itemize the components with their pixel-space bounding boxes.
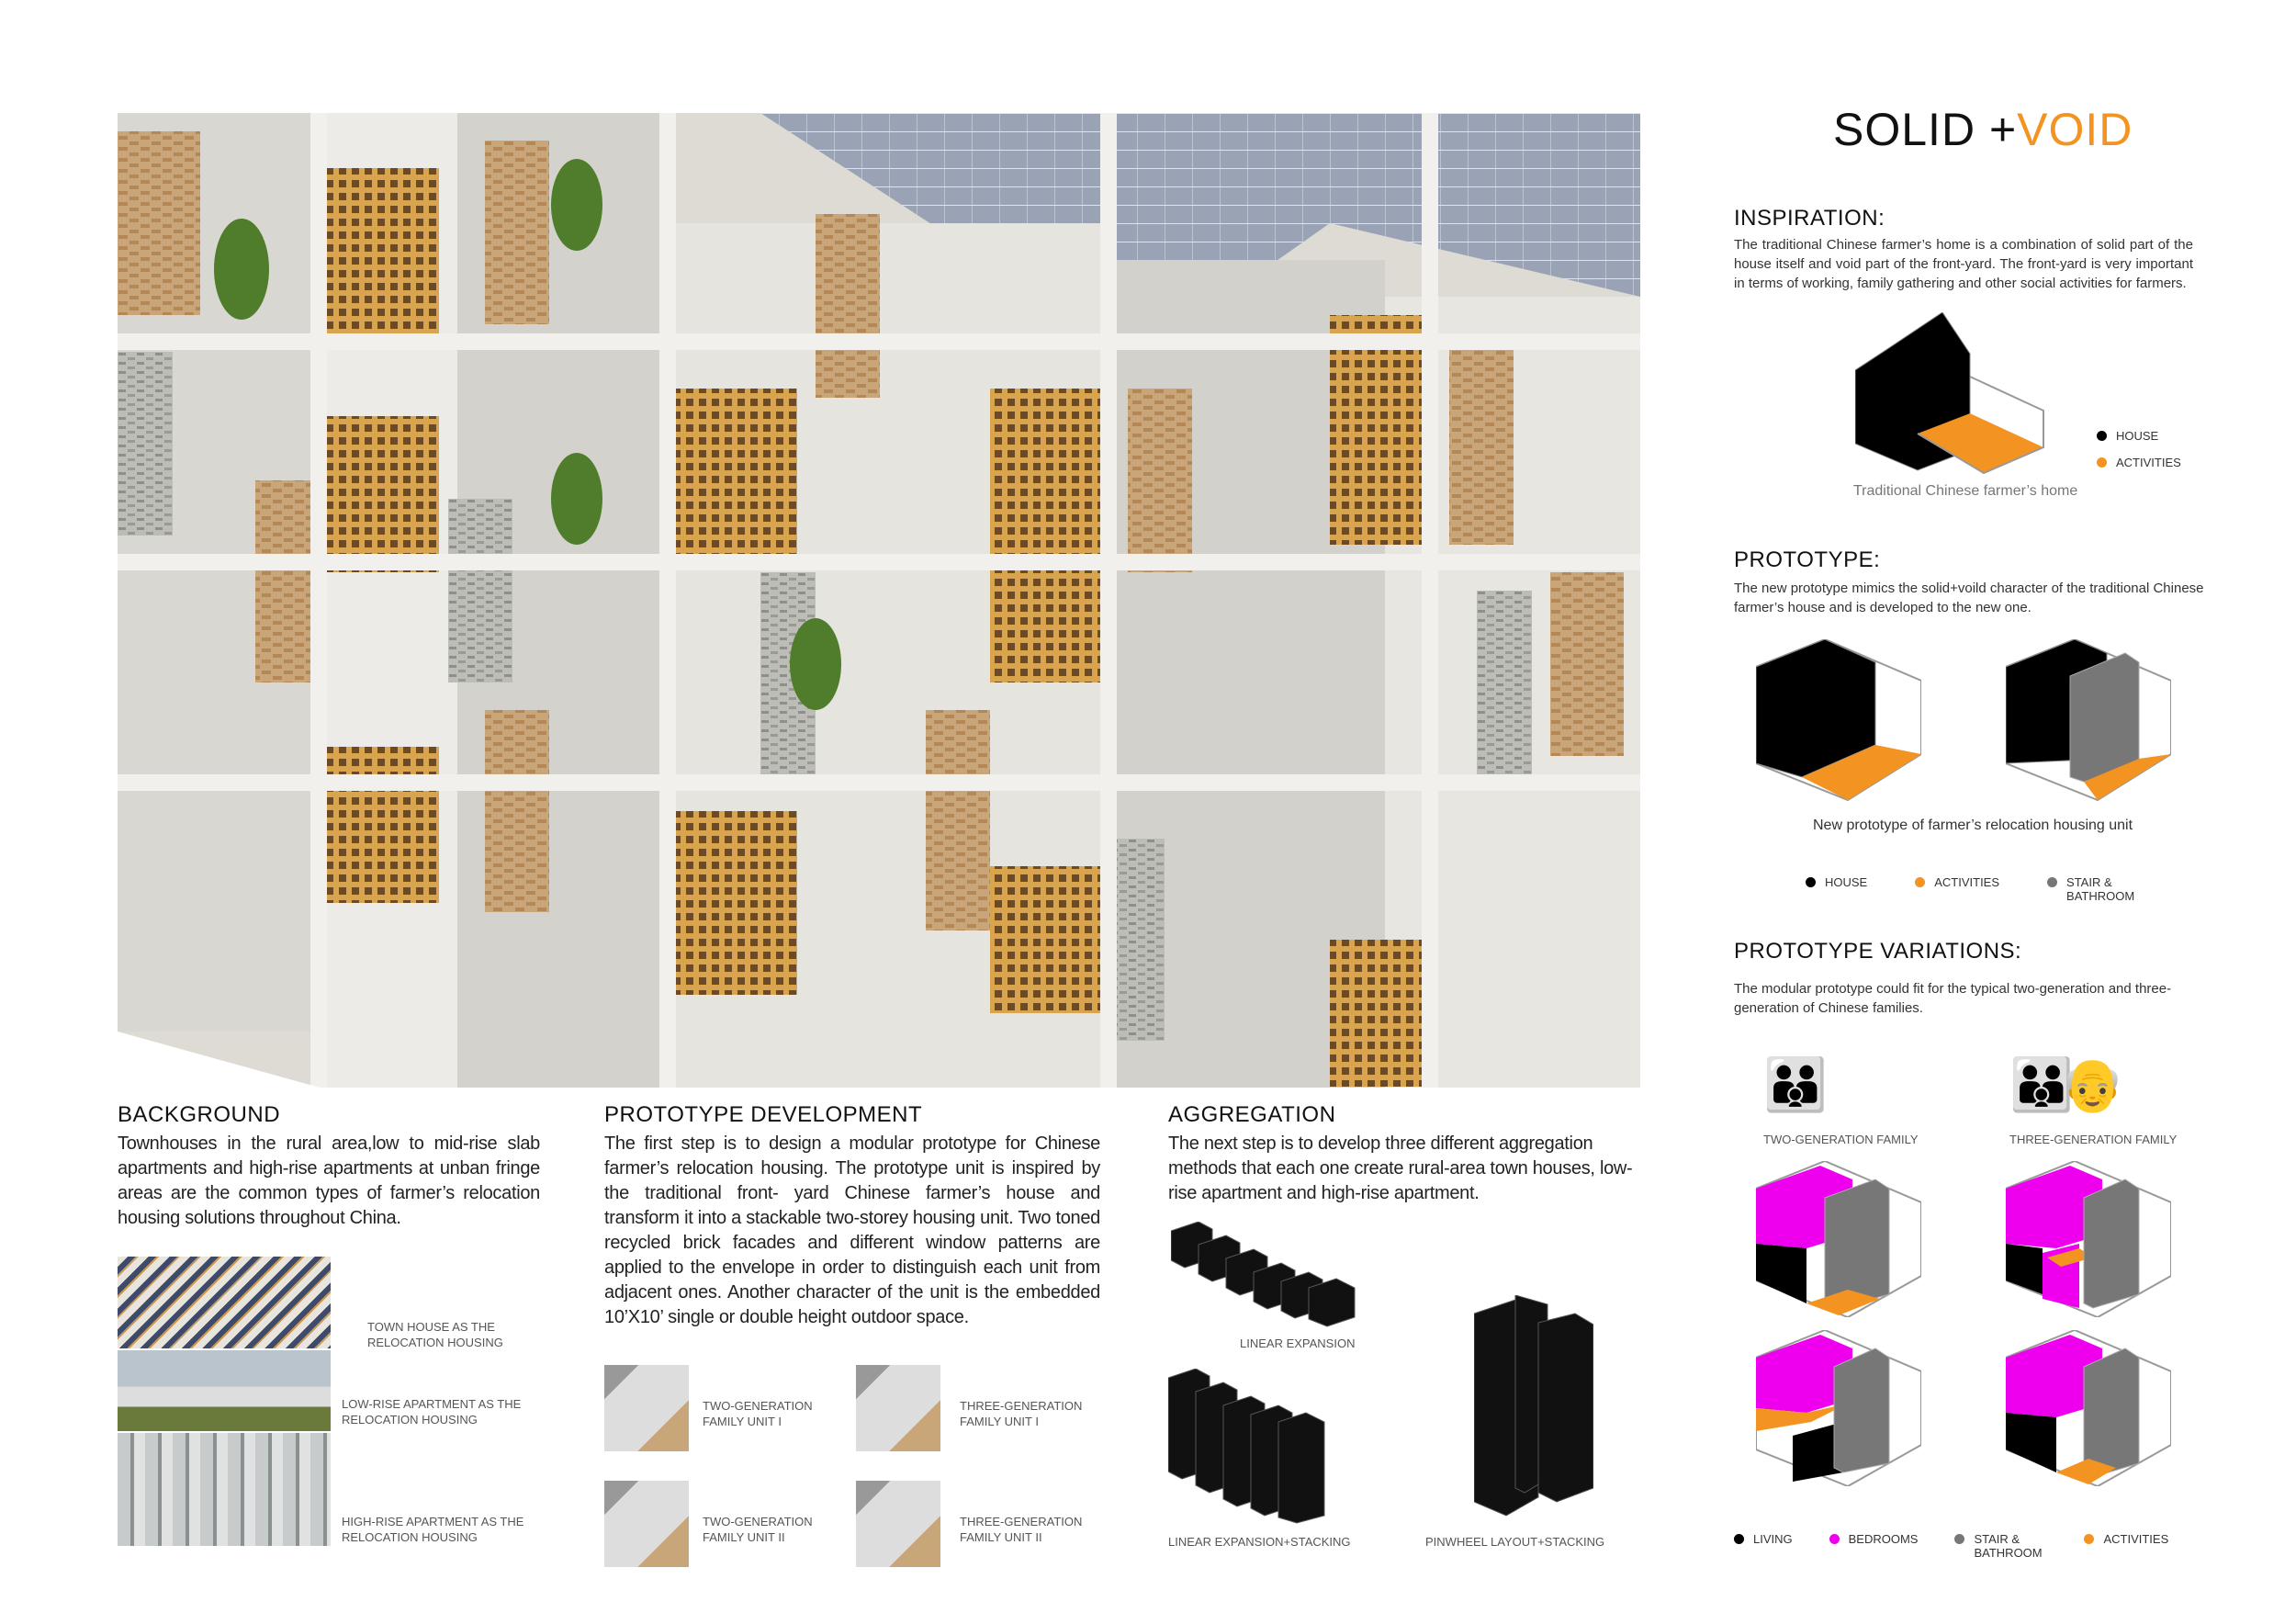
two-generation-family-icon: 👪 (1763, 1055, 1828, 1113)
legend-house: HOUSE (1806, 875, 1867, 903)
three-generation-family-icon: 👪👴 (2009, 1055, 2125, 1113)
unit-label-3: TWO-GENERATION FAMILY UNIT II (703, 1515, 813, 1544)
legend-label: BEDROOMS (1848, 1532, 1919, 1546)
house-dot-icon (1806, 877, 1816, 887)
legend-label: ACTIVITIES (2103, 1532, 2169, 1546)
development-text: The first step is to design a modular pr… (604, 1133, 1100, 1327)
low-rise-label: LOW-RISE APARTMENT AS THE RELOCATION HOU… (342, 1397, 522, 1427)
variation-diagram-4 (2006, 1330, 2171, 1486)
variation-diagram-2 (2006, 1161, 2171, 1317)
linear-stacking-diagram (1168, 1369, 1325, 1524)
unit-thumb-3 (604, 1481, 689, 1567)
background-heading: BACKGROUND (118, 1102, 281, 1127)
stair-dot-icon (2047, 877, 2058, 887)
prototype-diagram-1 (1756, 639, 1921, 802)
linear-expansion-diagram (1171, 1222, 1356, 1327)
rendering-illustration (118, 113, 1640, 1088)
linear-expansion-label: LINEAR EXPANSION (1240, 1336, 1356, 1350)
prototype-text: The new prototype mimics the solid+voild… (1734, 581, 2204, 615)
legend-label: ACTIVITIES (1934, 875, 2000, 889)
unit-thumb-2 (856, 1365, 940, 1451)
house-dot-icon (2097, 431, 2107, 441)
legend-living: LIVING (1734, 1532, 1793, 1560)
legend-stair: STAIR & BATHROOM (2047, 875, 2140, 903)
living-dot-icon (1734, 1534, 1744, 1544)
activities-dot-icon (2084, 1534, 2095, 1544)
traditional-home-diagram (1855, 312, 2044, 475)
pinwheel-stacking-diagram (1474, 1295, 1593, 1517)
activities-dot-icon (1915, 877, 1926, 887)
activities-dot-icon (2097, 457, 2107, 468)
legend-stair: STAIR & BATHROOM (1954, 1532, 2047, 1560)
poster-title: SOLID +VOID (1833, 103, 2133, 156)
townhouse-photo (118, 1257, 331, 1348)
legend-label: STAIR & BATHROOM (2066, 875, 2135, 903)
aggregation-heading: AGGREGATION (1168, 1102, 1336, 1127)
legend-activities: ACTIVITIES (1915, 875, 1999, 903)
variation-diagram-1 (1756, 1161, 1921, 1317)
legend-bedrooms: BEDROOMS (1829, 1532, 1919, 1560)
inspiration-legend: HOUSE ACTIVITIES (2097, 429, 2181, 469)
legend-activities: ACTIVITIES (2097, 456, 2181, 469)
title-void: VOID (2017, 104, 2133, 155)
variations-legend: LIVING BEDROOMS STAIR & BATHROOM ACTIVIT… (1734, 1532, 2168, 1560)
legend-label: LIVING (1753, 1532, 1793, 1546)
inspiration-caption: Traditional Chinese farmer’s home (1853, 483, 2078, 499)
inspiration-text: The traditional Chinese farmer’s home is… (1734, 237, 2193, 291)
two-generation-family-label: TWO-GENERATION FAMILY (1763, 1133, 1919, 1146)
legend-house: HOUSE (2097, 429, 2181, 443)
unit-label-2: THREE-GENERATION FAMILY UNIT I (960, 1399, 1083, 1428)
legend-label: STAIR & BATHROOM (1974, 1532, 2043, 1560)
stair-dot-icon (1954, 1534, 1965, 1544)
inspiration-heading: INSPIRATION: (1734, 206, 1885, 231)
legend-activities: ACTIVITIES (2084, 1532, 2168, 1560)
bedrooms-dot-icon (1829, 1534, 1840, 1544)
pinwheel-stacking-label: PINWHEEL LAYOUT+STACKING (1425, 1535, 1605, 1549)
title-solid: SOLID + (1833, 104, 2018, 155)
development-heading: PROTOTYPE DEVELOPMENT (604, 1102, 923, 1127)
prototype-heading: PROTOTYPE: (1734, 547, 1881, 572)
high-rise-label: HIGH-RISE APARTMENT AS THE RELOCATION HO… (342, 1515, 524, 1544)
unit-thumb-1 (604, 1365, 689, 1451)
unit-label-1: TWO-GENERATION FAMILY UNIT I (703, 1399, 813, 1428)
prototype-legend: HOUSE ACTIVITIES STAIR & BATHROOM (1806, 875, 2140, 903)
high-rise-photo (118, 1433, 331, 1546)
variations-text: The modular prototype could fit for the … (1734, 981, 2172, 1016)
unit-thumb-4 (856, 1481, 940, 1567)
legend-label: ACTIVITIES (2116, 456, 2181, 469)
variation-diagram-3 (1756, 1330, 1921, 1486)
unit-label-4: THREE-GENERATION FAMILY UNIT II (960, 1515, 1083, 1544)
townhouse-label: TOWN HOUSE AS THE RELOCATION HOUSING (367, 1320, 503, 1349)
legend-label: HOUSE (1825, 875, 1868, 889)
aggregation-text: The next step is to develop three differ… (1168, 1133, 1633, 1203)
prototype-diagram-2 (2006, 639, 2171, 802)
prototype-caption: New prototype of farmer’s relocation hou… (1813, 818, 2133, 833)
low-rise-photo (118, 1350, 331, 1431)
building-rendering (118, 113, 1640, 1088)
background-text: Townhouses in the rural area,low to mid-… (118, 1133, 540, 1228)
variations-heading: PROTOTYPE VARIATIONS: (1734, 939, 2022, 964)
three-generation-family-label: THREE-GENERATION FAMILY (2009, 1133, 2178, 1146)
linear-stacking-label: LINEAR EXPANSION+STACKING (1168, 1535, 1351, 1549)
legend-label: HOUSE (2116, 429, 2159, 443)
